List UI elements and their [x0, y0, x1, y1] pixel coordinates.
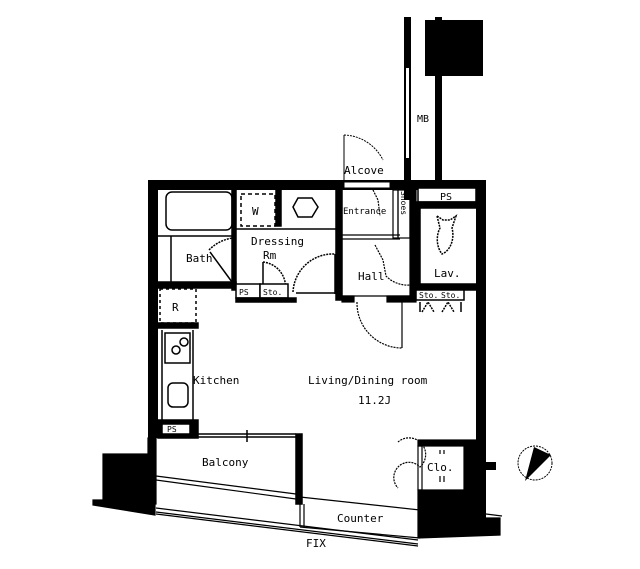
label-mb: MB — [417, 114, 429, 125]
label-ps-top: PS — [440, 192, 452, 203]
lav-area — [415, 187, 477, 313]
dressing-area — [235, 181, 343, 303]
label-lav: Lav. — [434, 267, 461, 280]
outer-walls — [148, 180, 496, 518]
label-kitchen: Kitchen — [193, 374, 239, 387]
label-closet: Clo. — [427, 461, 454, 474]
label-dressing-rm: Rm — [263, 249, 277, 262]
label-balcony: Balcony — [202, 456, 249, 469]
counter-area — [299, 489, 503, 539]
label-w: W — [252, 205, 259, 218]
label-shoes: Shoes — [399, 191, 408, 215]
label-bath: Bath — [186, 252, 213, 265]
label-ps-mid: PS — [239, 288, 249, 297]
label-alcove: Alcove — [344, 164, 384, 177]
label-counter: Counter — [337, 512, 384, 525]
label-dressing: Dressing — [251, 235, 304, 248]
north-arrow-icon — [517, 445, 553, 481]
alcove-door — [343, 134, 391, 189]
label-living-size: 11.2J — [358, 394, 391, 407]
label-sto-right-1: Sto. — [419, 291, 438, 300]
bath-area — [157, 189, 237, 291]
label-sto-right-2: Sto. — [441, 291, 460, 300]
label-entrance: Entrance — [343, 207, 386, 217]
balcony-area — [92, 437, 419, 547]
washer — [240, 193, 276, 227]
label-sto-mid: Sto. — [263, 288, 282, 297]
label-ps-kitchen: PS — [167, 425, 177, 434]
label-fix: FIX — [306, 537, 326, 550]
entrance-hall — [341, 189, 417, 349]
mb-shaft — [404, 17, 483, 200]
label-hall: Hall — [358, 270, 385, 283]
kitchen-area — [157, 288, 303, 505]
label-refrigerator: R — [172, 301, 179, 314]
label-living-dining: Living/Dining room — [308, 374, 428, 387]
closet-area — [393, 437, 477, 491]
